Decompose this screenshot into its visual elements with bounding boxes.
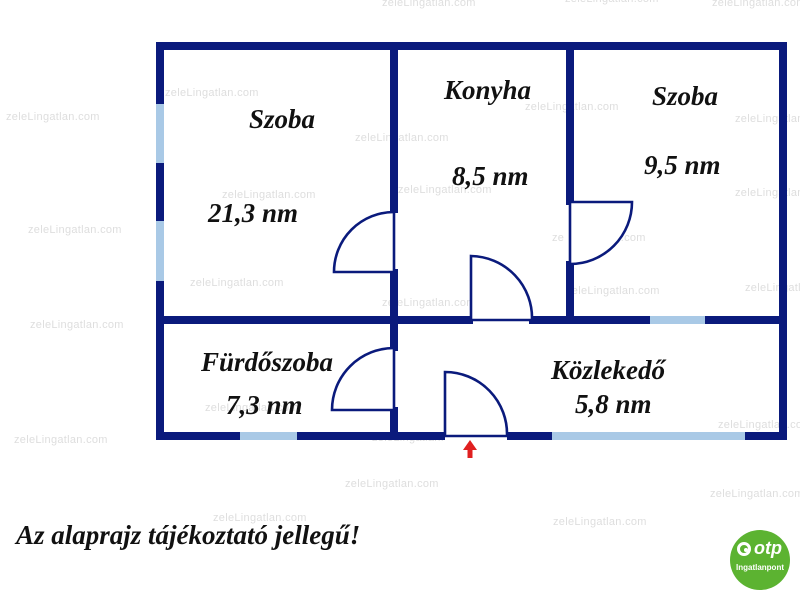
watermark: zeleLingatlan.com <box>345 478 439 490</box>
door-entrance <box>443 370 509 438</box>
entrance-arrow-icon <box>463 440 477 458</box>
room-name-bathroom: Fürdőszoba <box>200 347 333 377</box>
door-bedroom <box>568 200 634 266</box>
watermark: zeleLingatlan.com <box>553 516 647 528</box>
watermark: zeleLingatlan.com <box>382 0 476 9</box>
watermark: zeleLingatlan.com <box>735 113 800 125</box>
watermark: zeleLingatlan.com <box>165 87 259 99</box>
room-name-kitchen: Konyha <box>443 75 531 105</box>
watermark: zeleLingatlan.com <box>205 402 299 414</box>
room-name-living: Szoba <box>249 104 315 134</box>
watermark: zeleLingatlan.com <box>398 184 492 196</box>
logo-brand: otp <box>754 538 782 558</box>
watermarks: zeleLingatlan.com zeleLingatlan.com zele… <box>6 0 800 528</box>
watermark: zeleLingatlan.com <box>735 187 800 199</box>
watermark: zeleLingatlan.com <box>718 419 800 431</box>
watermark: zeleLingatlan.com <box>28 224 122 236</box>
doors <box>330 200 634 438</box>
watermark: zeleLingatlan.com <box>710 488 800 500</box>
watermark: zeleLingatlan.com <box>566 285 660 297</box>
watermark: zeleLingatlan.com <box>14 434 108 446</box>
door-bathroom <box>330 346 396 412</box>
disclaimer-note: Az alaprajz tájékoztató jellegű! <box>16 520 361 550</box>
watermark: zeleLingatlan.com <box>30 319 124 331</box>
room-name-bedroom: Szoba <box>652 81 718 111</box>
room-area-hall: 5,8 nm <box>575 389 652 419</box>
logo-subtitle: Ingatlanpont <box>736 563 784 572</box>
watermark: zeleLingatlan.com <box>745 282 800 294</box>
room-area-kitchen: 8,5 nm <box>452 161 529 191</box>
watermark: zeleLingatlan.com <box>222 189 316 201</box>
watermark: zeleLingatlan.com <box>712 0 800 9</box>
watermark: zeleLingatlan.com <box>213 512 307 524</box>
windows <box>156 104 745 440</box>
door-living-room <box>332 210 396 274</box>
watermark: zeleLingatlan.com <box>6 111 100 123</box>
door-kitchen <box>469 254 534 322</box>
room-labels: Szoba 21,3 nm Konyha 8,5 nm Szoba 9,5 nm… <box>200 75 721 420</box>
otp-mark-icon <box>737 542 751 556</box>
watermark: zeleLingatlan.com <box>355 132 449 144</box>
room-area-bathroom: 7,3 nm <box>226 390 303 420</box>
room-name-hall: Közlekedő <box>550 355 666 385</box>
room-area-bedroom: 9,5 nm <box>644 150 721 180</box>
watermark: zeleLingatlan.com <box>382 297 476 309</box>
watermark: zeleLingatlan.com <box>565 0 659 5</box>
otp-logo-icon: otp Ingatlanpont <box>730 530 790 590</box>
room-area-living: 21,3 nm <box>207 198 298 228</box>
watermark: zeleLingatlan.com <box>190 277 284 289</box>
